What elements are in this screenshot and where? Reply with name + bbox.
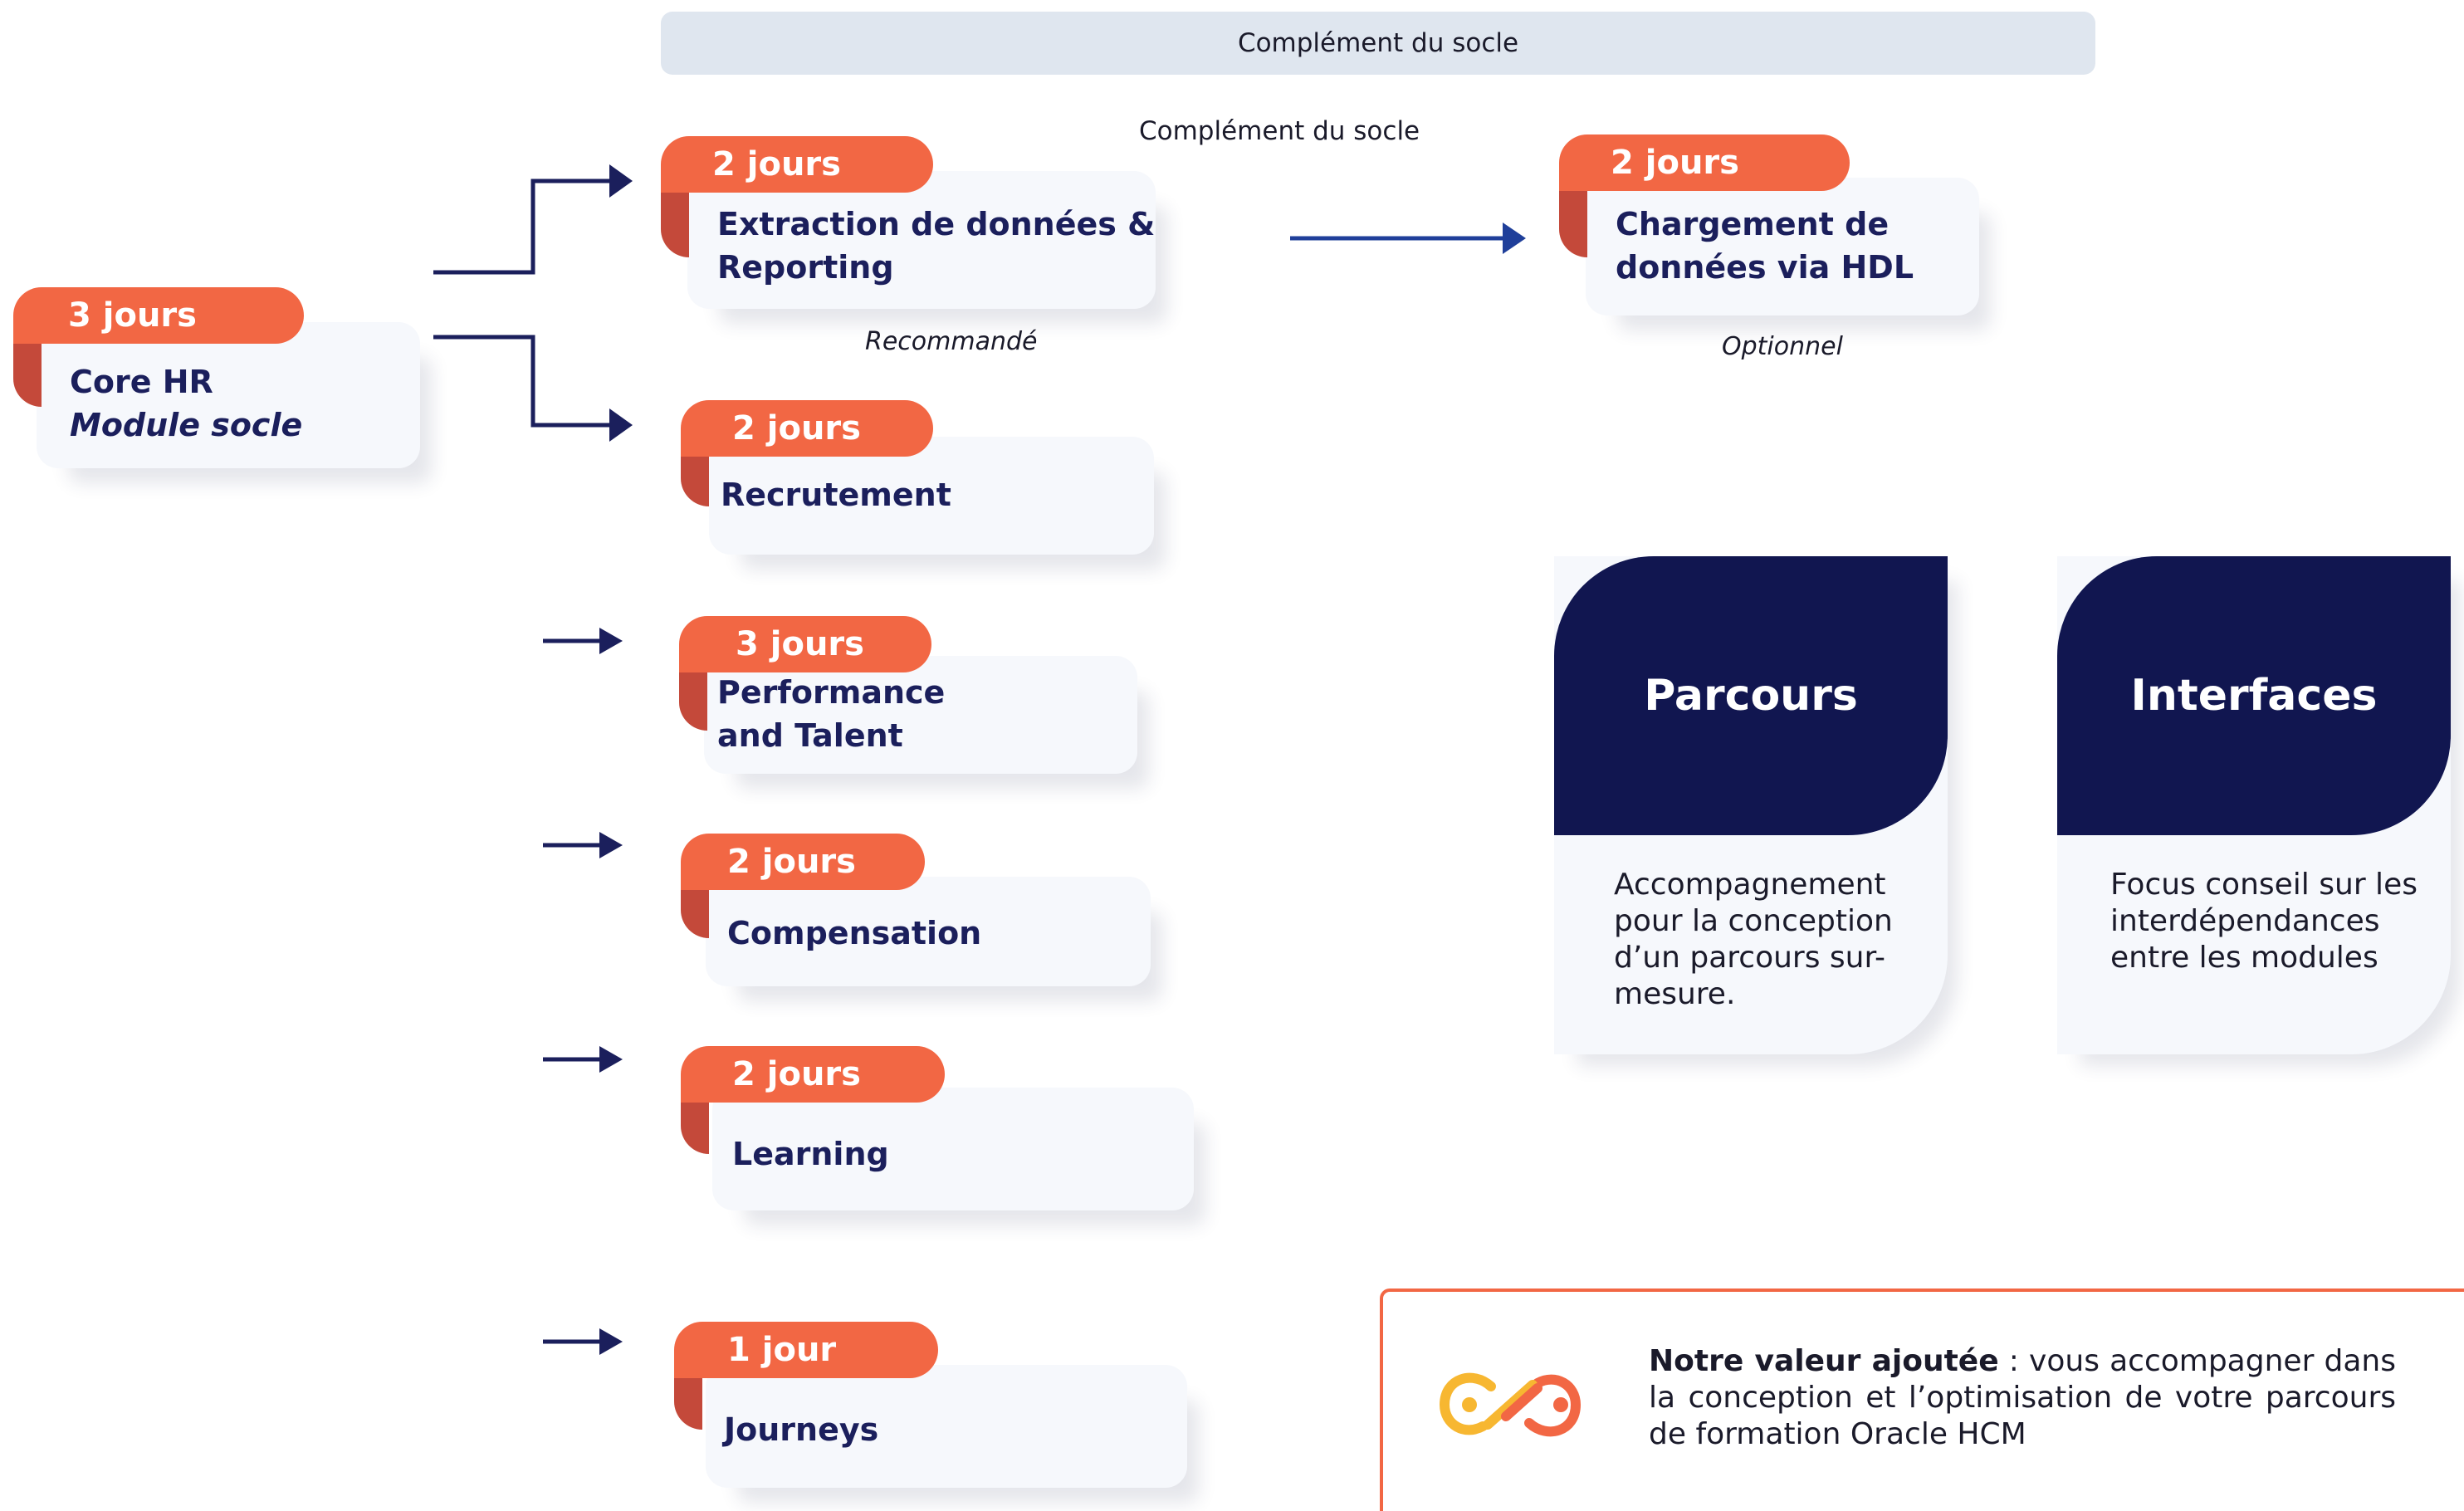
module-title: Recrutement [721,477,951,513]
block-text-line: entre les modules [2110,941,2378,975]
arrow-compensation [543,832,623,858]
block-title: Parcours [1554,556,1948,835]
banner: Complément du socle [661,12,2095,75]
value-text: Notre valeur ajoutée : vous accompagner … [1649,1343,2396,1453]
duration-badge: 2 jours [1559,134,1850,191]
duration-badge: 3 jours [13,287,304,344]
arrow-extraction-to-hdl [1290,222,1526,254]
block-text-line: Focus conseil sur les [2110,868,2418,902]
arrow-performance [543,628,623,654]
module-title-line2: Reporting [717,249,894,286]
branch-arrow-up [433,164,633,275]
arrow-learning [543,1046,623,1073]
module-title-line2: and Talent [717,717,903,754]
block-text-line: pour la conception [1614,904,1893,938]
module-title: Core HR [70,364,213,400]
block-text-line: d’un parcours sur- [1614,941,1885,975]
arrow-journeys [543,1328,623,1355]
link-icon [1440,1372,1581,1437]
value-box: Notre valeur ajoutée : vous accompagner … [1380,1289,2464,1511]
module-title-line2: données via HDL [1616,249,1914,286]
module-title: Learning [732,1136,889,1172]
duration-badge: 2 jours [681,1046,945,1103]
block-text-line: mesure. [1614,977,1736,1011]
module-title-line1: Extraction de données & [717,206,1156,242]
module-note: Optionnel [1722,332,1843,361]
value-bold: Notre valeur ajoutée [1649,1344,1999,1378]
subtitle-label: Complément du socle [1139,116,1420,146]
module-title: Journeys [724,1411,879,1448]
block-text-line: interdépendances [2110,904,2380,938]
module-subtitle: Module socle [70,407,303,443]
block-text-line: Accompagnement [1614,868,1886,902]
module-title-line1: Chargement de [1616,206,1890,242]
block-title: Interfaces [2057,556,2451,835]
block-interfaces: Interfaces Focus conseil sur les interdé… [2057,556,2451,1054]
module-title-line1: Performance [717,674,946,711]
value-body: : vous accompagner dans la conception et… [1649,1344,2396,1451]
duration-badge: 3 jours [679,616,931,672]
duration-badge: 2 jours [681,400,933,457]
branch-arrow-down [433,335,633,442]
duration-badge: 2 jours [681,834,925,890]
module-title: Compensation [727,915,982,951]
module-note: Recommandé [865,327,1038,356]
block-parcours: Parcours Accompagnement pour la concepti… [1554,556,1948,1054]
duration-badge: 1 jour [674,1322,938,1378]
duration-badge: 2 jours [661,136,933,193]
